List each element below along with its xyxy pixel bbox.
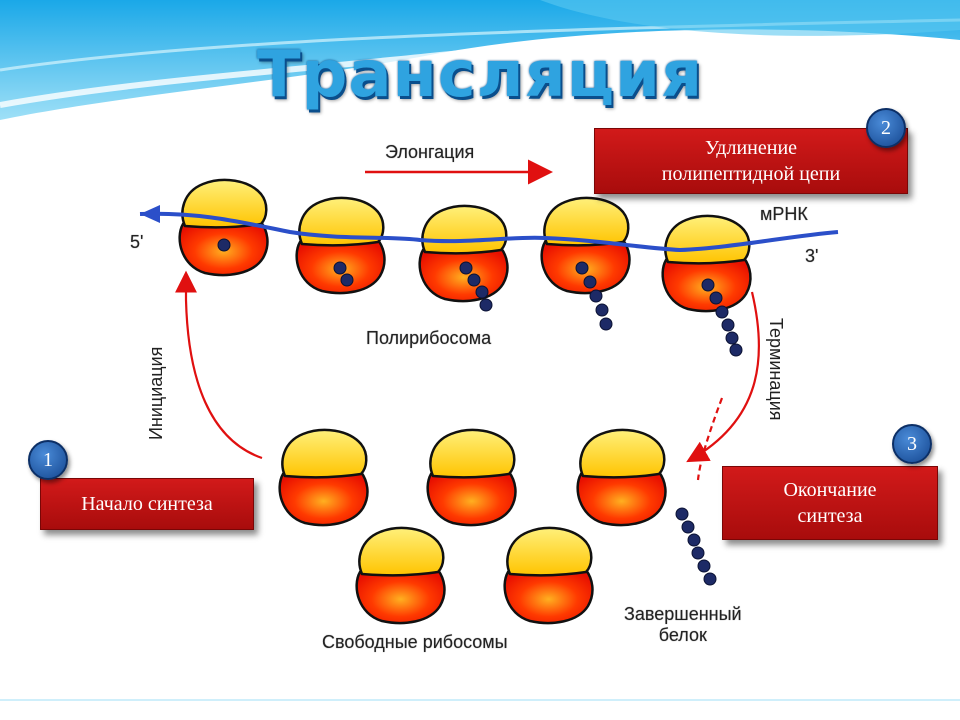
termination-arrow: [686, 291, 761, 463]
step-badge: 2: [866, 108, 906, 148]
ribosome-icon: [178, 178, 269, 277]
finished-protein-line1: Завершенный: [624, 604, 742, 624]
protein-chain-icon: [675, 507, 717, 586]
free-ribosomes-label: Свободные рибосомы: [322, 632, 508, 652]
ribosome-icon: [503, 526, 594, 625]
callout-text: синтеза: [797, 505, 863, 527]
callout-text: Начало синтеза: [81, 493, 213, 515]
polyribosome-label: Полирибосома: [366, 328, 492, 348]
callout-initiation: Начало синтеза: [40, 478, 254, 530]
callout-text: Удлинение: [704, 137, 798, 159]
ribosome-icon: [355, 526, 446, 625]
five-prime-label: 5': [130, 232, 144, 252]
mrna-strand: [139, 211, 839, 253]
elongation-label: Элонгация: [385, 142, 475, 162]
initiation-label: Инициация: [146, 347, 166, 440]
ribosome-icon: [661, 214, 752, 313]
initiation-arrow: [175, 270, 263, 460]
termination-label: Терминация: [766, 318, 786, 421]
protein-chain-icon: [217, 238, 743, 357]
callout-termination: Окончание синтеза: [722, 466, 938, 540]
callout-text: полипептидной цепи: [661, 163, 841, 185]
step-badge: 3: [892, 424, 932, 464]
step-badge: 1: [28, 440, 68, 480]
three-prime-label: 3': [805, 246, 819, 266]
callout-elongation: Удлинение полипептидной цепи: [594, 128, 908, 194]
mrna-arrow-icon: [140, 205, 160, 223]
ribosome-icon: [576, 428, 667, 527]
termination-arrow: [696, 397, 724, 481]
mrna-label: мРНК: [760, 204, 808, 224]
ribosome-icon: [295, 196, 386, 295]
finished-protein-line2: белок: [658, 624, 707, 645]
page-title: Трансляция: [256, 38, 704, 112]
finished-protein-label: Завершенный белок: [624, 604, 742, 645]
ribosome-icon: [418, 204, 509, 303]
callout-text: Окончание: [783, 479, 877, 501]
ribosome-icon: [278, 428, 369, 527]
ribosome-icon: [426, 428, 517, 527]
